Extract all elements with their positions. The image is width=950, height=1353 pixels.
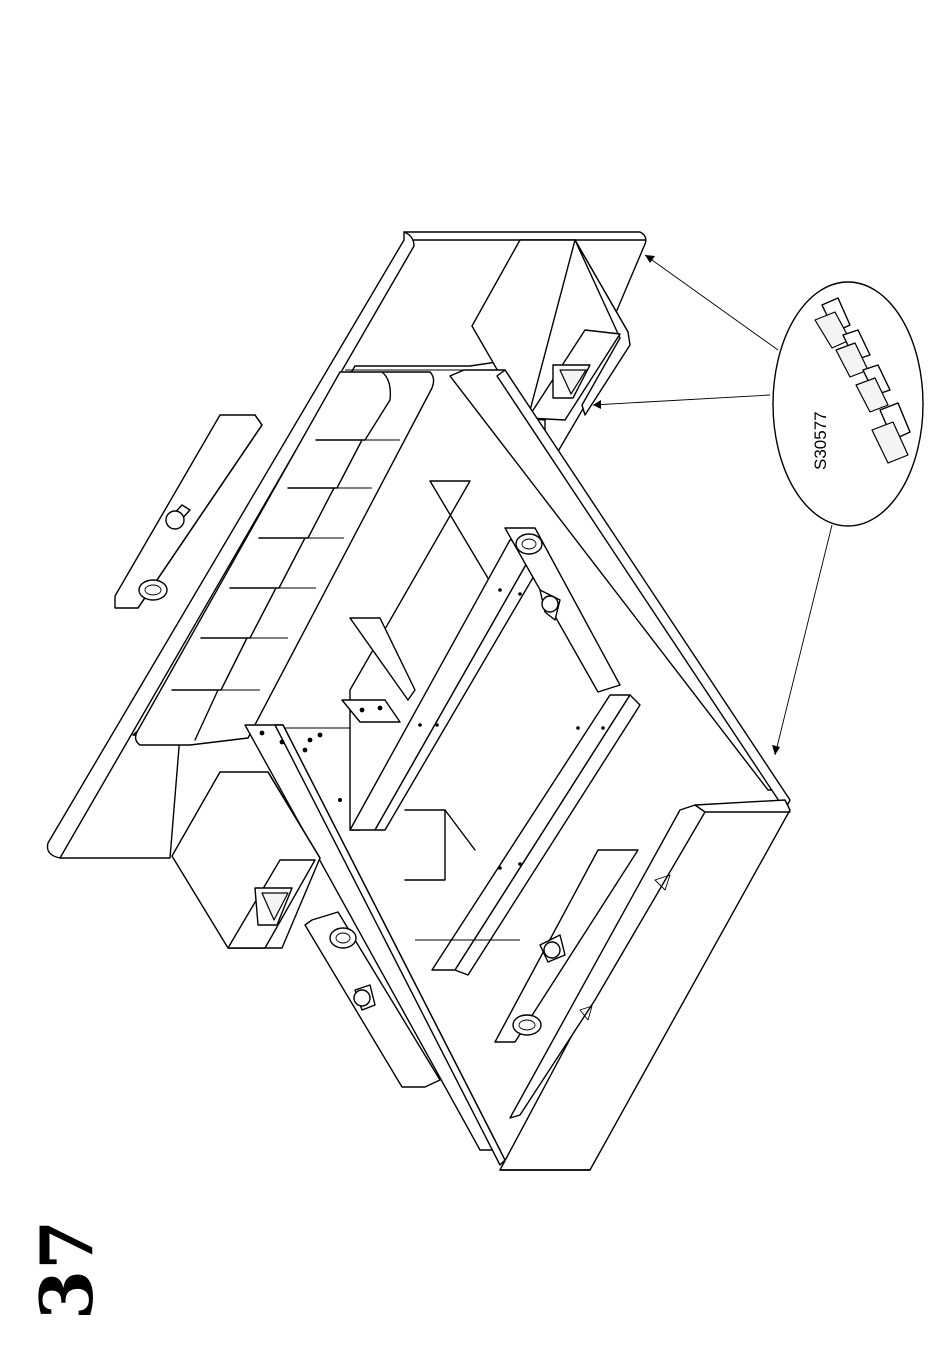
hardware-callout: S30577 <box>593 255 923 755</box>
callout-circle <box>773 282 923 526</box>
part-code-label: S30577 <box>811 411 830 470</box>
step-number: 37 <box>24 1220 109 1320</box>
